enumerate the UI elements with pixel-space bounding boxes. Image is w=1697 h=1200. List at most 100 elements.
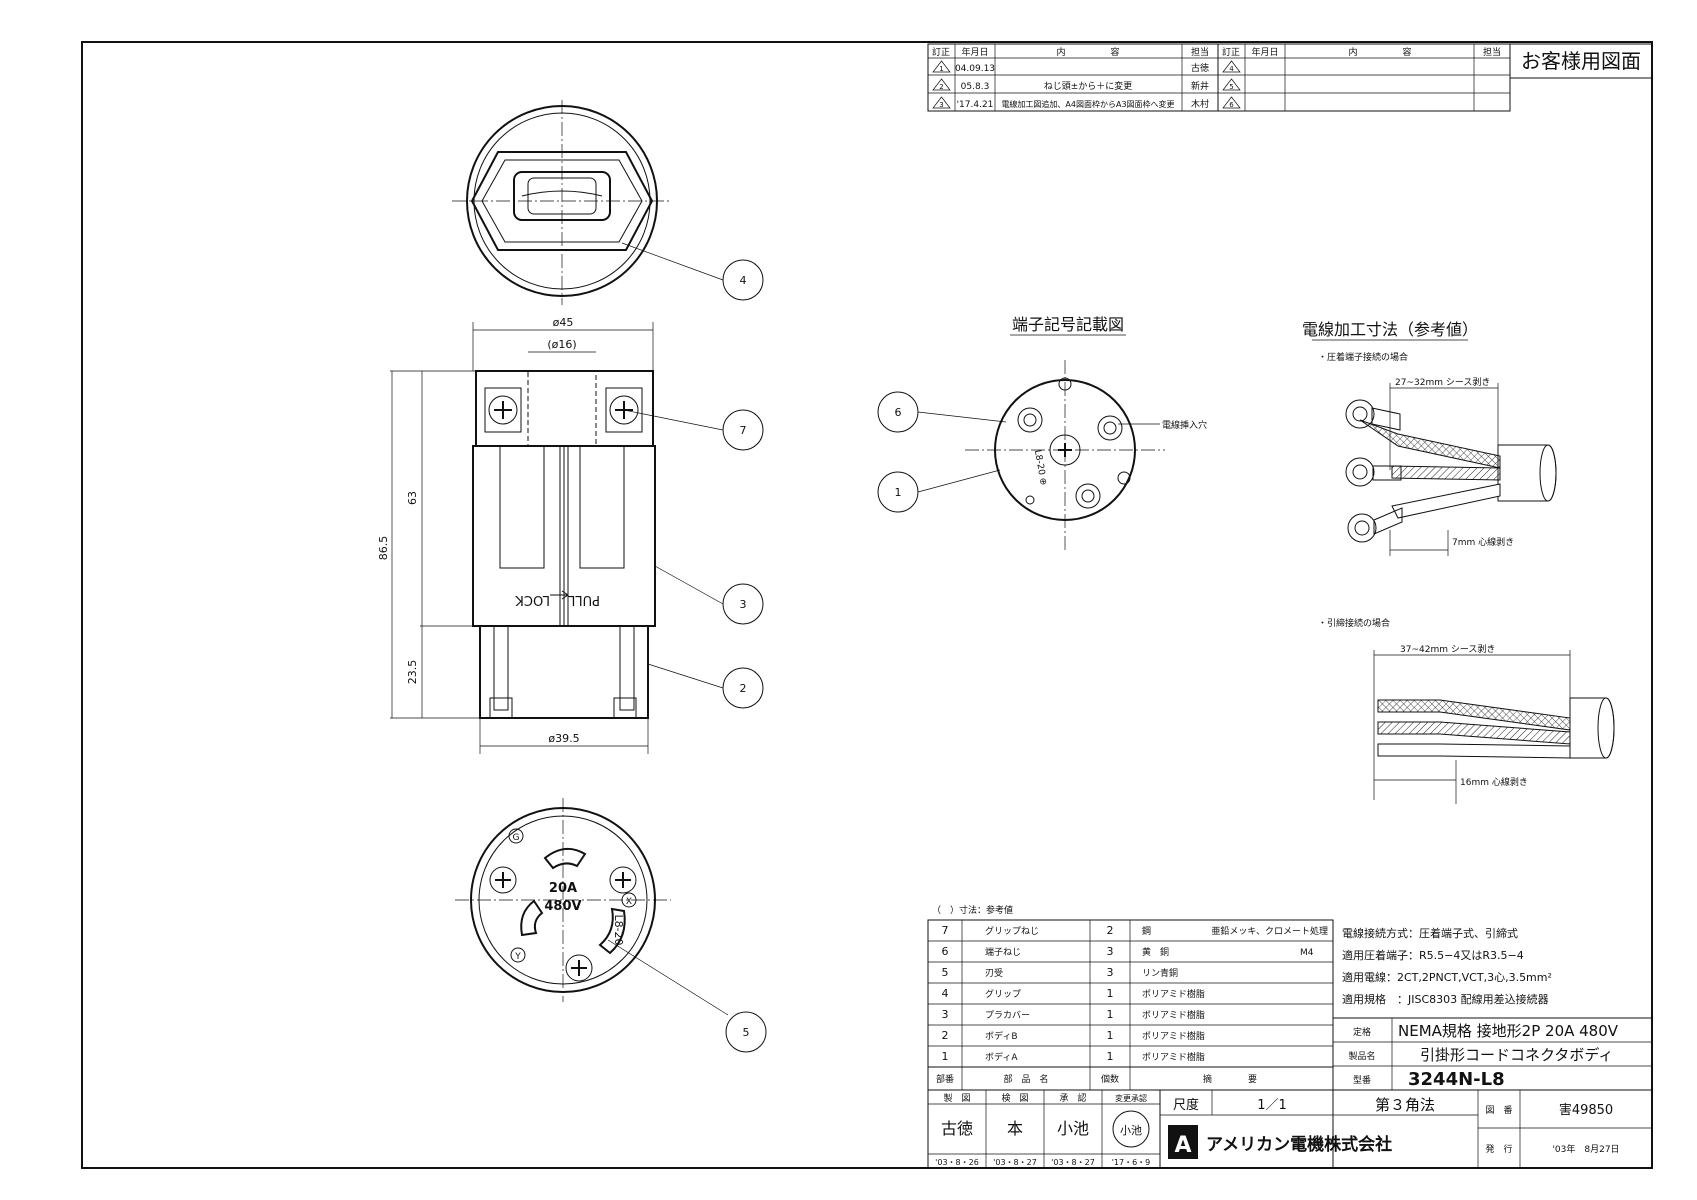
callout-7 (722, 409, 764, 451)
rev-header-mark: 訂正 (932, 46, 950, 58)
rev-mark-2: 2 (939, 83, 943, 91)
rev-header-date-2: 年月日 (1251, 46, 1278, 58)
revision-table: 訂正 年月日 内 容 担当 訂正 年月日 内 容 担当 1 2 3 4 5 6 … (927, 43, 1511, 112)
approval-name: 古徳 (941, 1119, 973, 1138)
part-qty: 1 (1107, 1050, 1114, 1063)
rev-header-mark-2: 訂正 (1222, 46, 1240, 58)
terminal-diagram: 端子記号記載図 L8-20 ⊕ 電線挿入穴 (965, 315, 1207, 550)
part-no: 1 (942, 1050, 949, 1063)
part-material: ポリアミド樹脂 (1142, 1009, 1205, 1021)
parts-header-material: 摘 要 (1203, 1073, 1257, 1085)
part-remarks: M4 (1300, 948, 1314, 958)
approval-stamp (1112, 1110, 1150, 1148)
title-block: 定格 NEMA規格 接地形2P 20A 480V 製品名 引掛形コードコネクタボ… (927, 1017, 1653, 1169)
part-qty: 3 (1107, 945, 1114, 958)
dim-d45: ø45 (553, 316, 574, 329)
case1-label: ・圧着端子接続の場合 (1318, 351, 1408, 363)
rev-mark-3: 3 (939, 101, 943, 109)
face-model: L8-20 (612, 914, 625, 945)
spec-line: 適用圧着端子：R5.5−4又はR3.5−4 (1342, 948, 1524, 962)
rev-content-3: 電線加工図追加、A4図面枠からA3図面枠へ変更 (1001, 99, 1174, 109)
drawing-no: 害49850 (1559, 1102, 1613, 1118)
rev-header-content-2: 内 容 (1348, 46, 1411, 58)
scale-value: 1／1 (1257, 1098, 1287, 1113)
rev-mark-5: 5 (1229, 83, 1233, 91)
spec-line: 適用規格 ：JISC8303 配線用差込接続器 (1342, 992, 1549, 1006)
part-material: ポリアミド樹脂 (1142, 988, 1205, 1000)
spec-line: 適用電線：2CT,2PNCT,VCT,3心,3.5mm² (1342, 970, 1552, 984)
issue-date: '03年 8月27日 (1552, 1143, 1619, 1155)
parts-header-qty: 個数 (1101, 1073, 1119, 1085)
part-qty: 1 (1107, 1029, 1114, 1042)
approval-role: 変更承認 (1115, 1093, 1147, 1103)
company-logo (1168, 1125, 1198, 1159)
approval-role: 検 図 (1001, 1092, 1028, 1104)
model-value: 3244N-L8 (1408, 1069, 1505, 1090)
svg-text:1: 1 (895, 486, 902, 499)
customer-label: お客様用図面 (1521, 49, 1641, 73)
lock-label: LOCK (515, 592, 550, 607)
approval-name: 小池 (1057, 1119, 1089, 1138)
callout-4 (722, 259, 764, 301)
part-no: 2 (942, 1029, 949, 1042)
approval-role: 承 認 (1059, 1092, 1086, 1104)
approval-role: 製 図 (943, 1092, 970, 1104)
svg-text:2: 2 (740, 682, 747, 695)
approval-date: '03・8・27 (1051, 1158, 1095, 1167)
face-y: Y (514, 952, 521, 962)
company-name: アメリカン電機株式会社 (1206, 1134, 1392, 1155)
part-material: 鋼 (1142, 925, 1151, 937)
part-name: プラカバー (985, 1010, 1030, 1021)
case1-sheath: 27~32mm シース剥き (1395, 377, 1490, 388)
customer-label-box (1509, 43, 1653, 79)
rev-content-2: ねじ頭±から＋に変更 (1044, 80, 1133, 92)
part-no: 7 (942, 924, 949, 937)
svg-text:5: 5 (743, 1026, 750, 1039)
rev-header-date: 年月日 (961, 46, 988, 58)
dim-d16: (ø16) (547, 338, 576, 351)
part-qty: 2 (1107, 924, 1114, 937)
scale-label: 尺度 (1173, 1097, 1199, 1113)
face-x: X (626, 897, 632, 907)
callout-1 (877, 471, 919, 513)
parts-rows: 7 グリップねじ 2 鋼 亜鉛メッキ、クロメート処理 6 端子ねじ 3 黄 銅 … (936, 924, 1328, 1085)
callouts: 4 7 3 2 5 6 1 (607, 242, 1007, 1053)
sheet-border (81, 41, 1653, 1169)
face-rating-a: 20A (549, 881, 577, 896)
parts-header-no: 部番 (936, 1073, 954, 1085)
rev-header-person-2: 担当 (1483, 46, 1501, 58)
svg-text:6: 6 (895, 406, 902, 419)
projection: 第３角法 (1375, 1096, 1435, 1114)
dim-h235: 23.5 (406, 660, 419, 685)
rev-person-2: 新井 (1191, 80, 1209, 92)
rev-header-content: 内 容 (1056, 46, 1119, 58)
rev-date-2: 05.8.3 (961, 82, 990, 92)
part-material: ポリアミド樹脂 (1142, 1030, 1205, 1042)
callout-5 (725, 1011, 767, 1053)
rev-date-3: '17.4.21 (957, 100, 994, 110)
issue-label: 発 行 (1485, 1143, 1512, 1155)
approval-date: '17・6・9 (1112, 1158, 1151, 1167)
callout-6 (877, 391, 919, 433)
model-label: 型番 (1353, 1074, 1371, 1086)
case2-core: 16mm 心線剥き (1460, 776, 1528, 788)
parts-header-name: 部 品 名 (1003, 1073, 1048, 1085)
face-view: 20A 480V L8-20 Y X G (455, 798, 671, 1002)
specs: 電線接続方式：圧着端子式、引締式 適用圧着端子：R5.5−4又はR3.5−4 適… (1342, 926, 1552, 1006)
approval-name: 小池 (1120, 1124, 1142, 1137)
wire-processing-title: 電線加工寸法（参考値） (1302, 320, 1478, 339)
face-g: G (513, 833, 520, 843)
rev-header-person: 担当 (1191, 46, 1209, 58)
part-no: 6 (942, 945, 949, 958)
side-view: PULL LOCK ø45 (ø16) 86.5 63 23.5 ø39.5 (377, 316, 656, 754)
part-material: ポリアミド樹脂 (1142, 1051, 1205, 1063)
approval-name: 本 (1007, 1119, 1023, 1138)
product-value: 引掛形コードコネクタボディ (1420, 1046, 1613, 1064)
top-view (452, 100, 672, 305)
rating-label: 定格 (1353, 1026, 1371, 1038)
dim-h865: 86.5 (377, 536, 390, 561)
rev-mark-6: 6 (1229, 101, 1234, 109)
face-rating-v: 480V (544, 899, 581, 914)
part-qty: 1 (1107, 1008, 1114, 1021)
svg-text:4: 4 (740, 274, 747, 287)
